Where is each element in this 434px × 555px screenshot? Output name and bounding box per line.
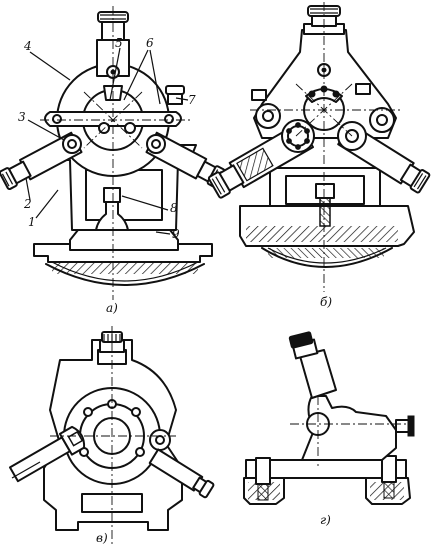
view-g-post <box>299 349 337 399</box>
view-g-left-bolt <box>255 457 271 485</box>
view-a-cross-bar <box>44 111 182 127</box>
view-a-inner-roller-r <box>124 122 136 134</box>
view-g-top-knob <box>288 331 314 349</box>
part-number-5: 5 <box>115 36 123 50</box>
view-a-nut <box>103 187 121 203</box>
view-g-side-knob <box>407 415 415 437</box>
view-a-bar-pin-right <box>164 114 174 124</box>
view-a-column-window <box>85 169 163 221</box>
part-number-4: 4 <box>23 39 32 53</box>
view-g-right-bolt <box>381 455 397 483</box>
view-a-bar-pin-left <box>52 114 62 124</box>
part-number-6: 6 <box>146 36 154 50</box>
view-b-bed-section <box>246 226 398 242</box>
view-a-caption: а) <box>106 301 118 315</box>
view-b-nut <box>315 183 335 199</box>
view-v-right-arm <box>148 448 215 499</box>
view-a-hinge-knob <box>165 85 185 95</box>
part-number-2: 2 <box>23 197 32 211</box>
view-v: в) <box>8 326 215 546</box>
view-a-bolt <box>95 201 129 231</box>
part-number-8: 8 <box>170 201 178 215</box>
view-g-caption: г) <box>320 513 331 527</box>
part-number-7: 7 <box>188 93 196 107</box>
view-b: б) <box>207 2 431 309</box>
view-b-bolt <box>319 197 331 227</box>
part-number-9: 9 <box>172 227 180 241</box>
view-b-caption: б) <box>320 295 332 309</box>
part-number-1: 1 <box>28 215 36 229</box>
view-a-bed-section <box>52 262 198 274</box>
view-g: г) <box>243 331 415 527</box>
view-v-caption: в) <box>96 531 108 545</box>
view-b-frame <box>253 29 397 139</box>
view-b-left-arm <box>207 121 314 199</box>
view-a: 4 5 6 7 3 2 1 8 9 а) <box>0 6 226 315</box>
part-number-3: 3 <box>18 110 26 124</box>
